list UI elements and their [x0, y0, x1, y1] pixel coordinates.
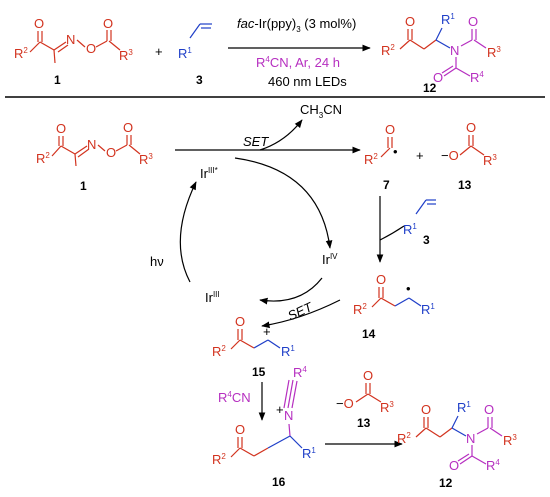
radical-dot-14: •: [406, 281, 411, 296]
svg-text:R2: R2: [364, 152, 378, 167]
ch3cn-release-arrow: [259, 119, 303, 151]
ir-iii-star: IrIII*: [200, 166, 218, 181]
carbocation-15: O R2 R1 + 15: [212, 314, 295, 379]
cation-plus-15: +: [263, 324, 271, 339]
svg-text:+: +: [276, 402, 284, 417]
svg-text:O: O: [376, 272, 386, 287]
svg-text:R2: R2: [397, 431, 411, 446]
mechanism: O R2 N O O R3 1 SET CH3CN O: [36, 102, 517, 490]
alkene-3-mech: R1 3: [403, 199, 436, 247]
catalytic-cycle: IrIII* IrIV IrIII hν: [150, 157, 338, 305]
ch3cn-label: CH3CN: [300, 102, 342, 120]
svg-text:O: O: [106, 145, 116, 160]
svg-text:O: O: [235, 314, 245, 329]
alkene-reactant-3: R1 3: [178, 23, 212, 87]
svg-text:R1: R1: [421, 302, 435, 317]
product-12-bottom: O R2 R1 N O R3 O R4 12: [397, 400, 517, 490]
species-3-label: 3: [423, 233, 430, 247]
radical-dot-7: •: [393, 144, 398, 159]
svg-text:N: N: [466, 431, 475, 446]
svg-text:R2: R2: [36, 151, 50, 166]
set-arrow-bottom: [261, 299, 341, 329]
reagent-conditions: R4CN, Ar, 24 h: [256, 55, 340, 70]
svg-text:R3: R3: [483, 153, 497, 168]
svg-text:O: O: [468, 14, 478, 29]
svg-text:R3: R3: [380, 400, 394, 415]
carboxylate-13-reagent: O −O R3 13: [336, 368, 394, 430]
svg-text:R1: R1: [441, 12, 455, 27]
light-source: 460 nm LEDs: [268, 74, 347, 89]
svg-text:R2: R2: [381, 43, 395, 58]
plus-sign: +: [155, 44, 163, 59]
svg-text:O: O: [363, 368, 373, 383]
nitrilium-16: R4 N + O R2 R1 16: [212, 365, 316, 489]
svg-text:R3: R3: [487, 45, 501, 60]
svg-text:R1: R1: [457, 400, 471, 415]
svg-text:O: O: [421, 402, 431, 417]
r2-group: R2: [14, 46, 28, 61]
svg-text:+: +: [416, 148, 424, 163]
svg-text:R4: R4: [486, 458, 500, 473]
svg-text:O: O: [466, 120, 476, 135]
species-13-label-bottom: 13: [357, 416, 371, 430]
species-13-label: 13: [458, 178, 472, 192]
svg-text:R2: R2: [353, 302, 367, 317]
carboxylate-13: O −O R3 13: [441, 120, 497, 192]
hv-label: hν: [150, 254, 164, 269]
svg-text:O: O: [484, 402, 494, 417]
svg-text:−O: −O: [441, 148, 459, 163]
svg-text:N: N: [450, 43, 459, 58]
r4cn-label: R4CN: [218, 390, 251, 405]
svg-text:−O: −O: [336, 396, 354, 411]
svg-text:O: O: [449, 458, 459, 473]
set-label-bottom: SET: [285, 299, 315, 324]
svg-text:O: O: [385, 122, 395, 137]
ir-iii: IrIII: [205, 290, 220, 305]
species-1-label: 1: [80, 179, 87, 193]
svg-text:R1: R1: [403, 222, 417, 237]
species-14-label: 14: [362, 327, 376, 341]
species-1: O R2 N O O R3 1: [36, 120, 153, 193]
set-label-top: SET: [243, 134, 269, 149]
product-12-top: O R2 R1 N O R3 O R4 12: [381, 12, 501, 95]
svg-text:R3: R3: [139, 152, 153, 167]
svg-text:O: O: [56, 121, 66, 136]
ketone-oxygen: O: [34, 16, 44, 31]
svg-text:O: O: [123, 120, 133, 135]
ir-iv: IrIV: [322, 252, 338, 267]
top-reaction: O R2 N O O R3 1 + R1 3: [14, 12, 501, 95]
catalyst-text: fac-Ir(ppy)3 (3 mol%): [237, 16, 356, 34]
svg-text:N: N: [284, 408, 293, 423]
svg-text:R3: R3: [503, 433, 517, 448]
compound-1-label: 1: [54, 73, 61, 87]
svg-text:N: N: [87, 137, 96, 152]
svg-text:R1: R1: [302, 446, 316, 461]
svg-text:R4: R4: [293, 365, 307, 380]
oxime-ester-reactant-1: O R2 N O O R3 1: [14, 16, 133, 87]
r1-group: R1: [178, 46, 192, 61]
svg-text:O: O: [405, 14, 415, 29]
compound-3-label: 3: [196, 73, 203, 87]
species-16-label: 16: [272, 475, 286, 489]
species-7-label: 7: [383, 178, 390, 192]
species-12-label: 12: [439, 476, 453, 490]
acyl-radical-7: O R2 • 7: [364, 122, 398, 192]
svg-text:O: O: [433, 70, 443, 85]
oxime-nitrogen: N: [66, 32, 75, 47]
svg-text:R2: R2: [212, 344, 226, 359]
r3-group: R3: [119, 48, 133, 63]
svg-text:R1: R1: [281, 344, 295, 359]
alkyl-radical-14: O R2 R1 • 14: [353, 272, 435, 341]
svg-text:R2: R2: [212, 452, 226, 467]
ester-oxygen: O: [103, 16, 113, 31]
svg-text:R4: R4: [470, 70, 484, 85]
oxime-oxygen: O: [86, 41, 96, 56]
species-15-label: 15: [252, 365, 266, 379]
svg-text:O: O: [235, 422, 245, 437]
compound-12-label-top: 12: [423, 81, 437, 95]
